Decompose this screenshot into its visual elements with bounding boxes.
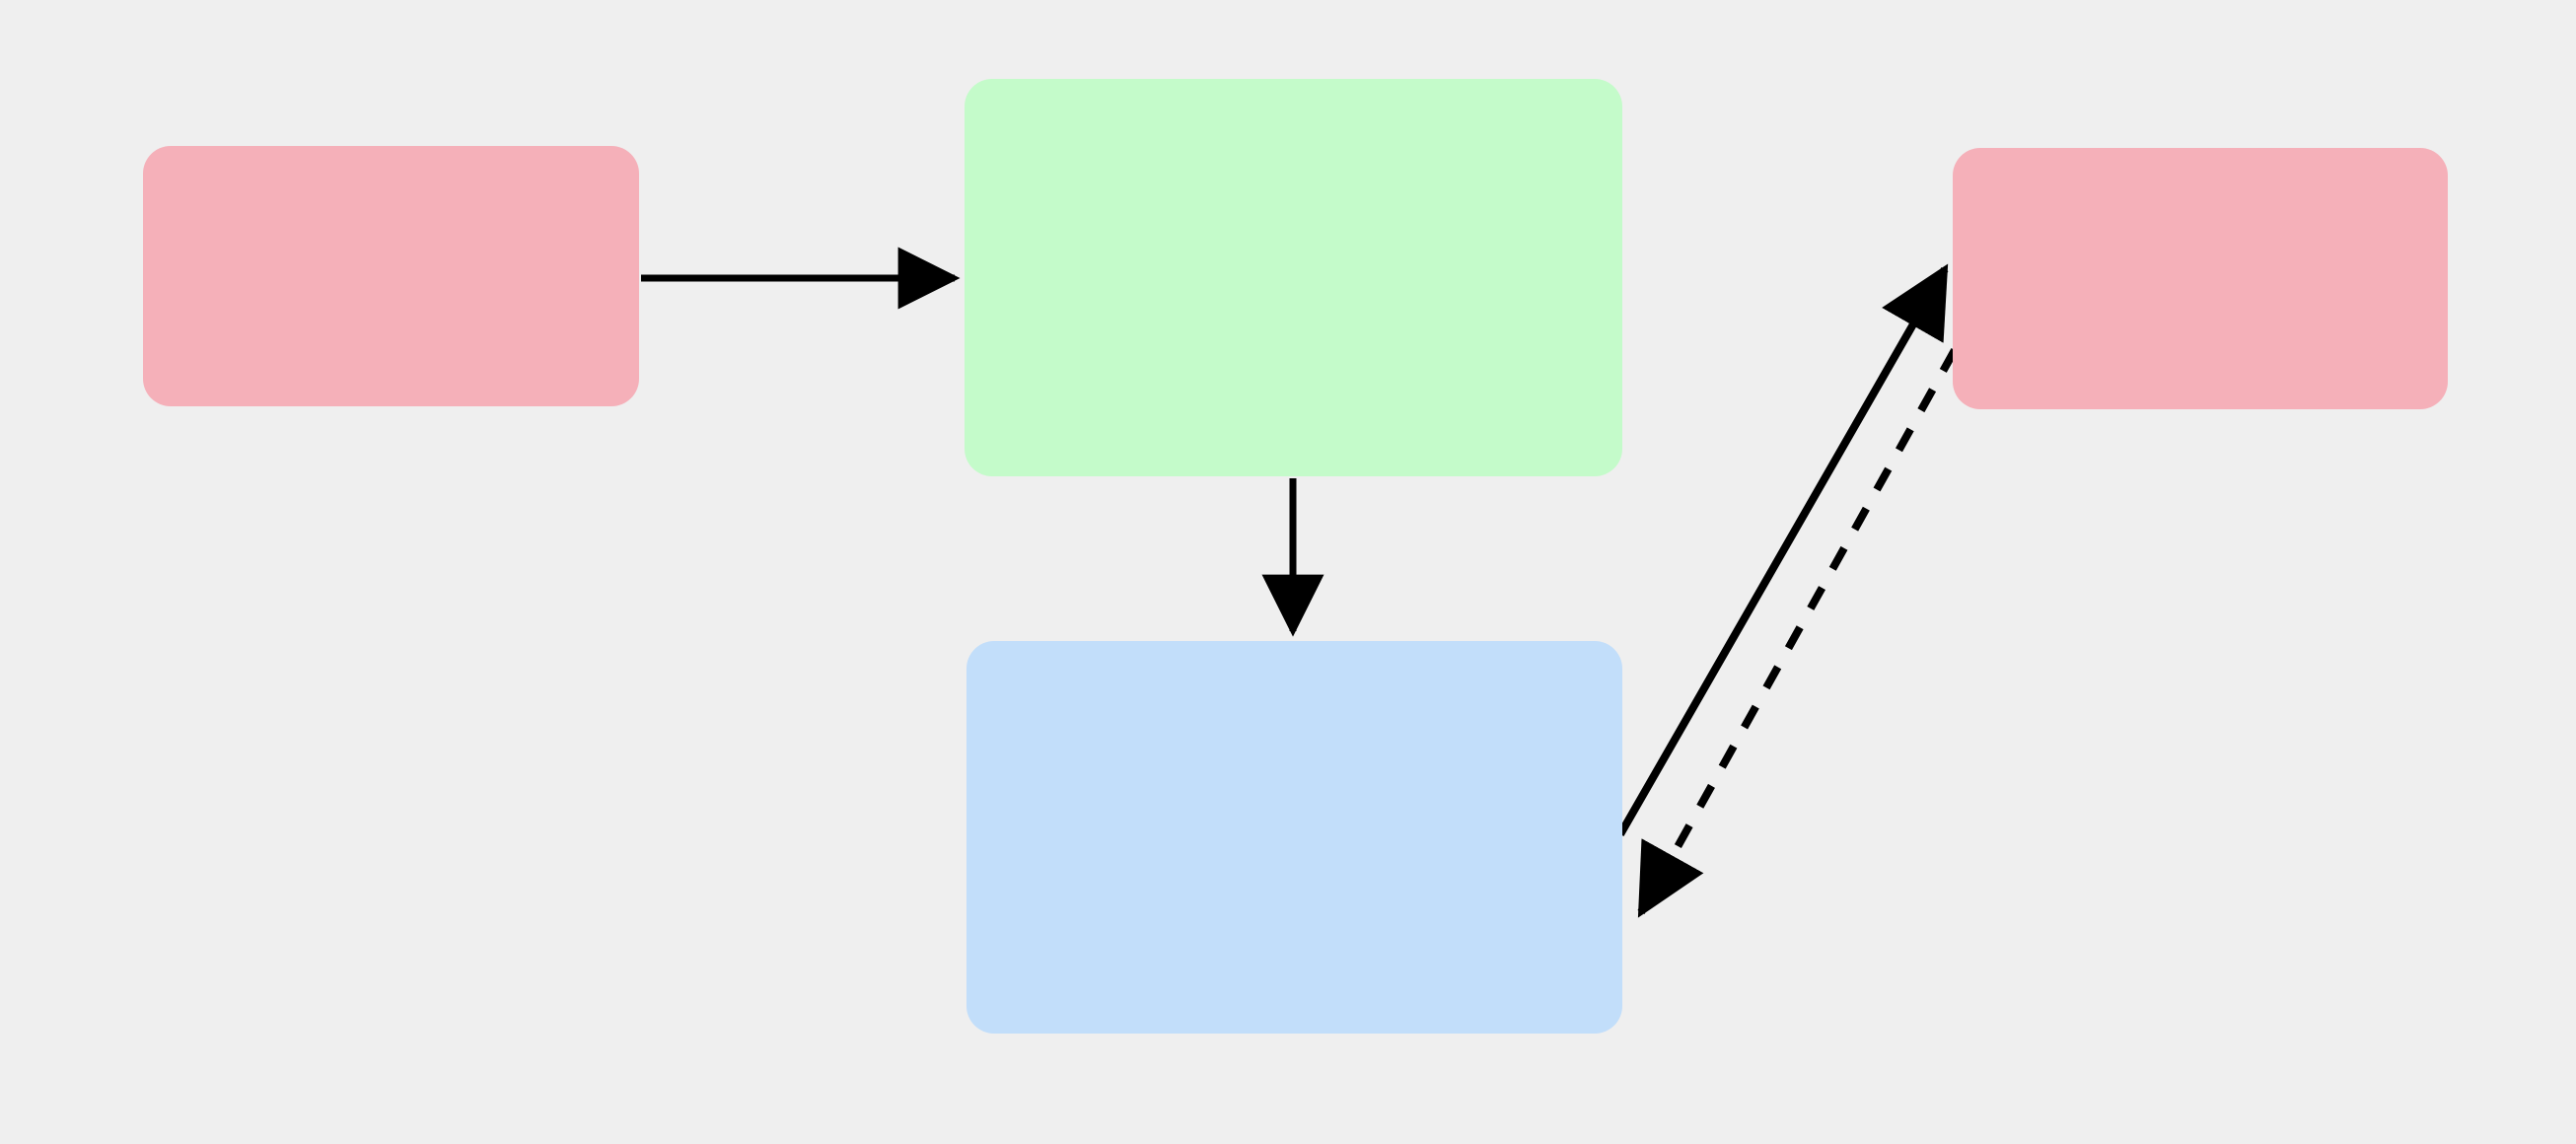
node-serde[interactable] [965,79,1622,476]
edge-parse-line [1637,348,1959,918]
node-serde-json[interactable] [966,641,1622,1034]
node-json-data[interactable] [1953,148,2448,409]
node-rust-struct[interactable] [143,146,639,406]
edge-convert-line [1616,263,1949,836]
